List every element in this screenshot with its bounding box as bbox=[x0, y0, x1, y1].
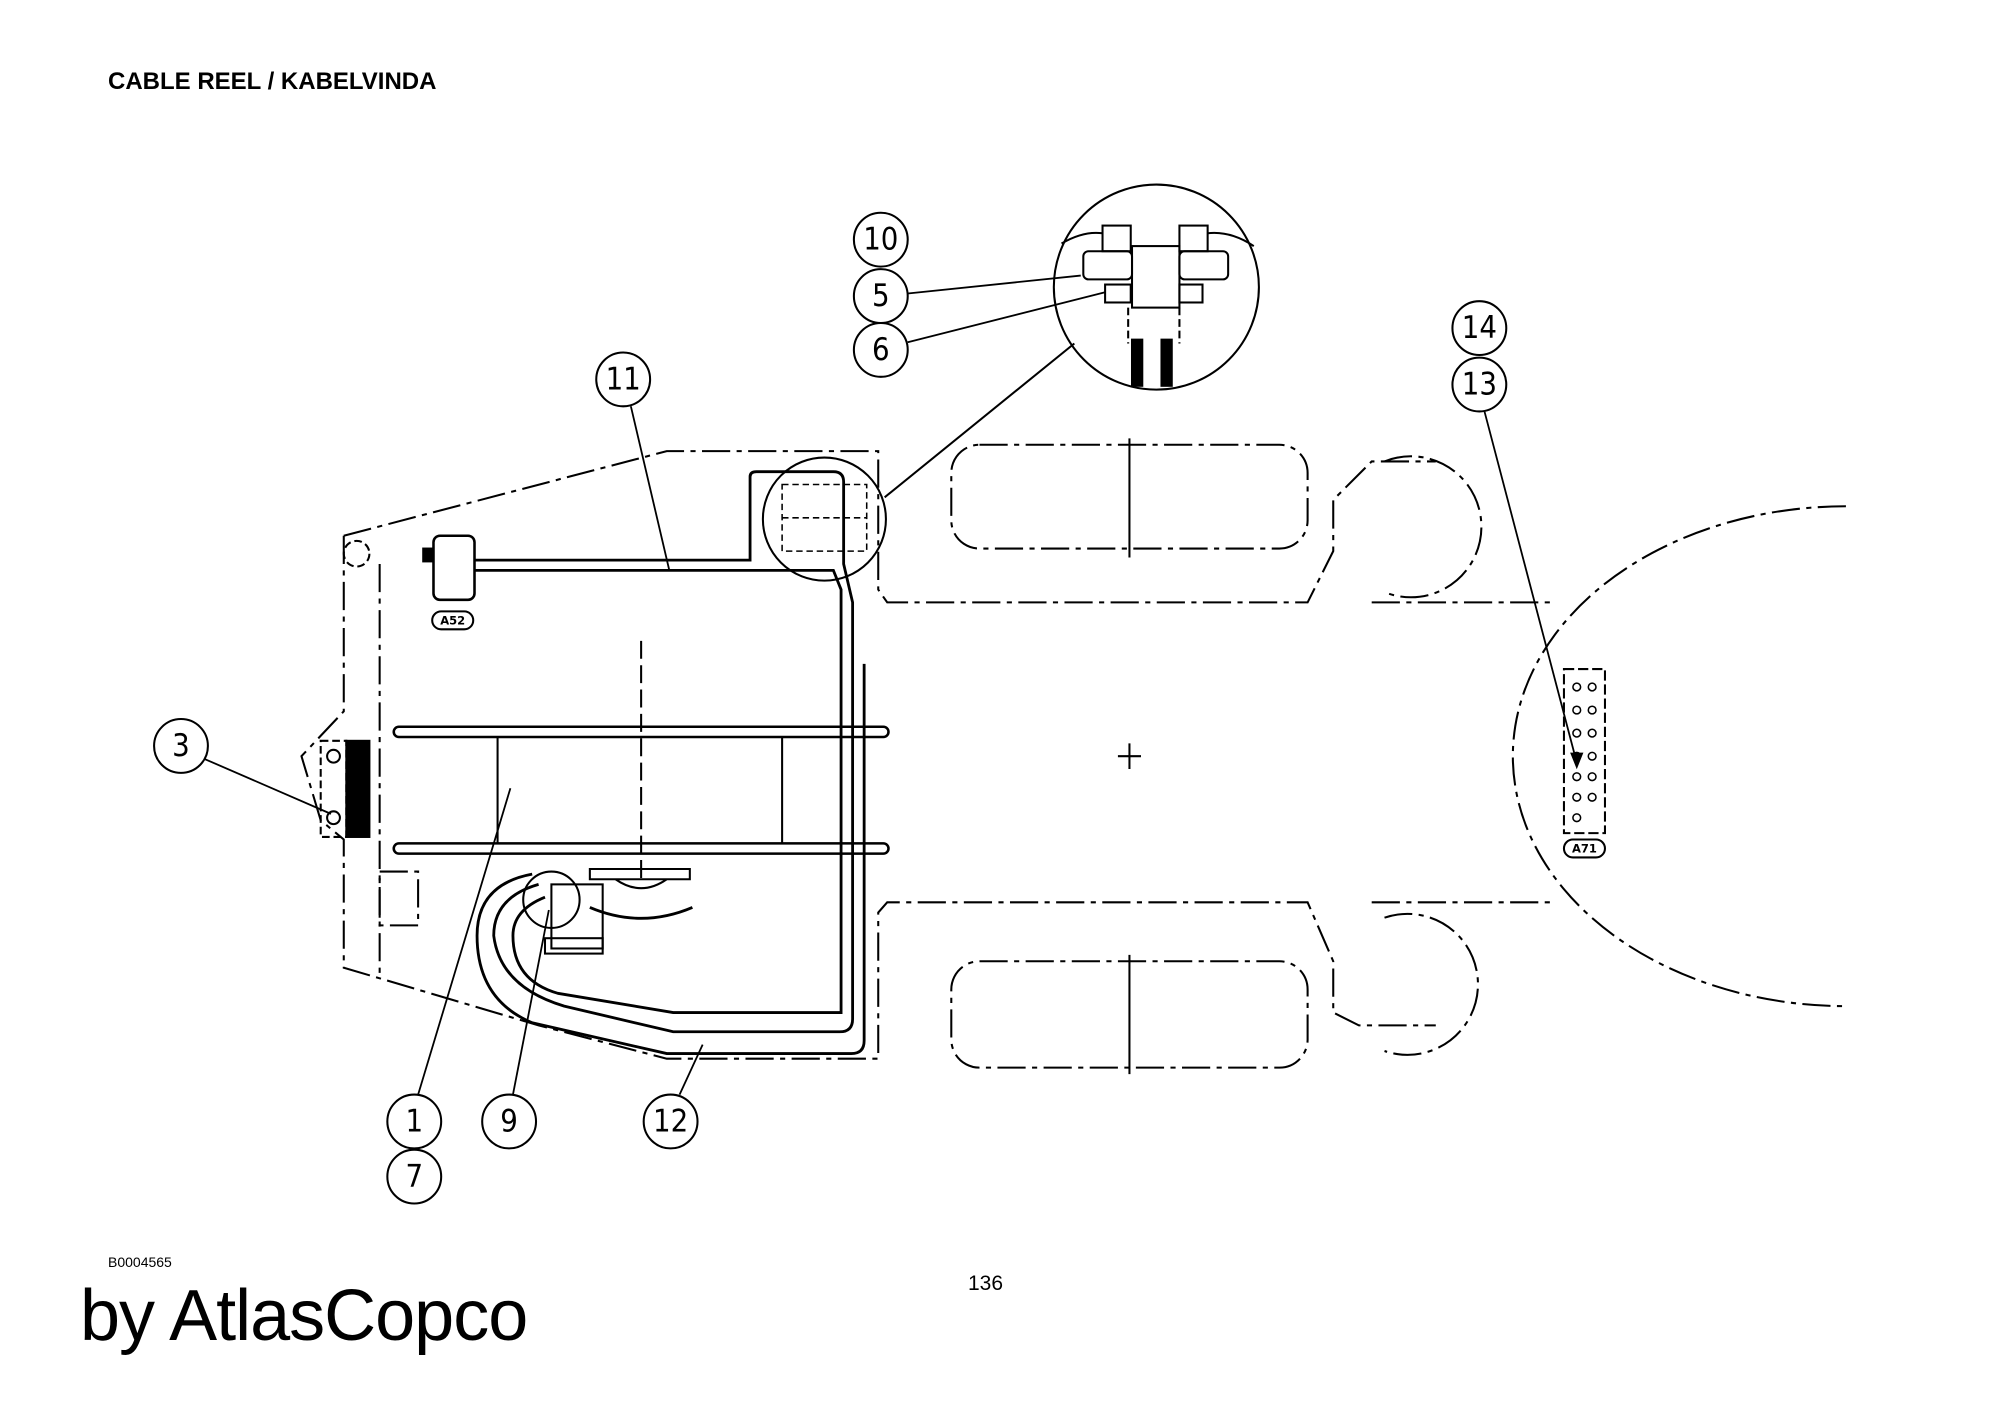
cable-drum-motor bbox=[522, 870, 604, 955]
balloon-label: 5 bbox=[872, 278, 890, 314]
balloon-14[interactable]: 14 bbox=[1451, 300, 1508, 357]
cable-reel bbox=[392, 640, 890, 890]
component-a71: A71 bbox=[1562, 668, 1606, 859]
detail-circle-large bbox=[1052, 183, 1260, 391]
a71-tag: A71 bbox=[1572, 841, 1597, 855]
balloon-label: 10 bbox=[863, 222, 898, 258]
balloon-1[interactable]: 1 bbox=[386, 1093, 443, 1150]
balloon-10[interactable]: 10 bbox=[852, 211, 909, 268]
detail-leader bbox=[884, 342, 1075, 499]
brand-watermark: by AtlasCopco bbox=[80, 1276, 528, 1356]
balloon-label: 11 bbox=[606, 361, 641, 397]
balloon-label: 3 bbox=[172, 728, 190, 764]
balloon-5[interactable]: 5 bbox=[852, 268, 909, 325]
balloon-label: 14 bbox=[1462, 310, 1497, 346]
slip-ring bbox=[319, 539, 371, 838]
balloon-9[interactable]: 9 bbox=[481, 1093, 538, 1150]
balloon-label: 13 bbox=[1462, 367, 1497, 403]
connector-block-small bbox=[781, 483, 868, 552]
balloon-12[interactable]: 12 bbox=[642, 1093, 699, 1150]
balloon-11[interactable]: 11 bbox=[595, 351, 652, 408]
valve-detail bbox=[1061, 224, 1255, 387]
machine-outline bbox=[300, 443, 1846, 1069]
balloon-label: 12 bbox=[653, 1103, 688, 1139]
balloon-13[interactable]: 13 bbox=[1451, 356, 1508, 413]
balloon-label: 7 bbox=[405, 1159, 423, 1195]
leader-lines bbox=[203, 274, 1578, 1095]
balloon-6[interactable]: 6 bbox=[852, 321, 909, 378]
balloon-label: 1 bbox=[405, 1103, 423, 1139]
page-title: CABLE REEL / KABELVINDA bbox=[108, 68, 437, 95]
detail-circle-small bbox=[761, 456, 887, 582]
a52-tag: A52 bbox=[440, 613, 465, 627]
center-mark bbox=[1117, 743, 1141, 770]
leader-arrow bbox=[1570, 752, 1584, 770]
balloon-label: 9 bbox=[500, 1103, 518, 1139]
cable bbox=[474, 470, 866, 1055]
page-number: 136 bbox=[968, 1272, 1004, 1295]
balloon-7[interactable]: 7 bbox=[386, 1148, 443, 1205]
drawing-number: B0004565 bbox=[108, 1254, 172, 1270]
balloon-3[interactable]: 3 bbox=[153, 718, 209, 774]
balloon-label: 6 bbox=[872, 332, 890, 368]
component-a52: A52 bbox=[422, 534, 476, 631]
